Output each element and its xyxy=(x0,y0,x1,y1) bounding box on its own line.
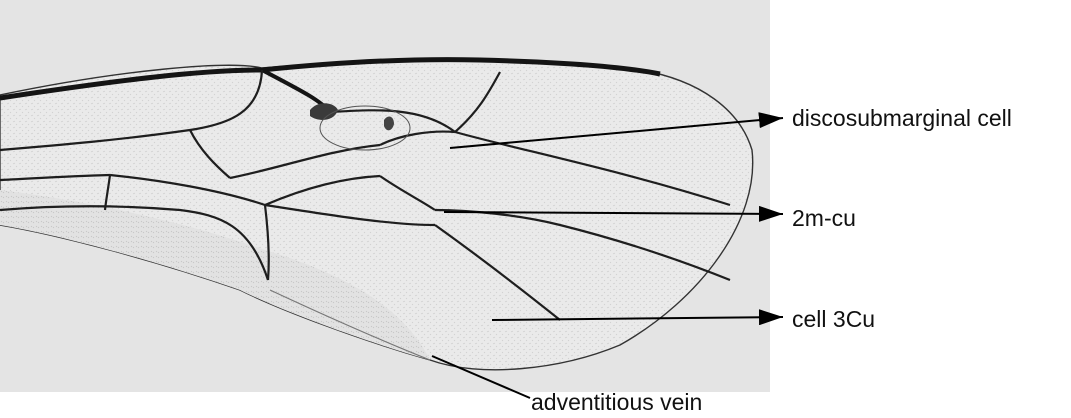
label-cell-3cu: cell 3Cu xyxy=(792,308,875,331)
label-2m-cu: 2m-cu xyxy=(792,207,856,230)
pointer-discosubmarginal xyxy=(450,118,783,148)
pointer-adventitious xyxy=(432,356,530,398)
pointer-2m-cu xyxy=(444,212,783,214)
label-adventitious-vein: adventitious vein xyxy=(531,391,702,414)
label-discosubmarginal-cell: discosubmarginal cell xyxy=(792,107,1012,130)
pointer-cell-3cu xyxy=(492,317,783,320)
